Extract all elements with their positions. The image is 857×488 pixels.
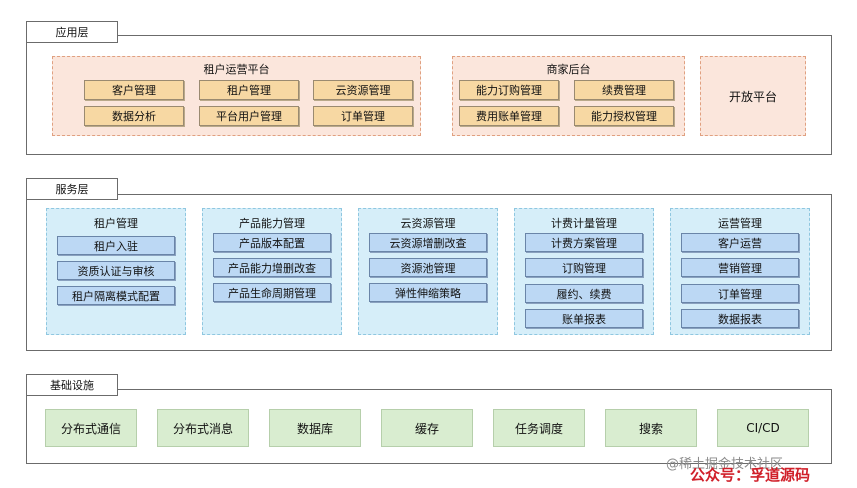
capability-authorization-box: 能力授权管理 bbox=[574, 106, 674, 126]
subscription-management-box: 订购管理 bbox=[525, 258, 643, 277]
data-report-box: 数据报表 bbox=[681, 309, 799, 328]
billing-management-box: 费用账单管理 bbox=[459, 106, 559, 126]
tenant-isolation-config-box: 租户隔离模式配置 bbox=[57, 286, 175, 305]
application-layer-label: 应用层 bbox=[26, 21, 118, 43]
service-layer-label: 服务层 bbox=[26, 178, 118, 200]
community-watermark: @稀土掘金技术社区 bbox=[666, 457, 784, 472]
elastic-scaling-box: 弹性伸缩策略 bbox=[369, 283, 487, 302]
product-capability-crud-box: 产品能力增删改查 bbox=[213, 258, 331, 277]
tenant-management-box: 租户管理 bbox=[199, 80, 299, 100]
database-box: 数据库 bbox=[269, 409, 361, 447]
infrastructure-layer-label: 基础设施 bbox=[26, 374, 118, 396]
capability-subscription-box: 能力订购管理 bbox=[459, 80, 559, 100]
cache-box: 缓存 bbox=[381, 409, 473, 447]
cloud-resource-crud-box: 云资源增删改查 bbox=[369, 233, 487, 252]
marketing-management-box: 营销管理 bbox=[681, 258, 799, 277]
qualification-review-box: 资质认证与审核 bbox=[57, 261, 175, 280]
data-analysis-box: 数据分析 bbox=[84, 106, 184, 126]
service-group-cloud-resource-title: 云资源管理 bbox=[400, 217, 456, 230]
renewal-management-box: 续费管理 bbox=[574, 80, 674, 100]
tenant-onboarding-box: 租户入驻 bbox=[57, 236, 175, 255]
resource-pool-box: 资源池管理 bbox=[369, 258, 487, 277]
customer-management-box: 客户管理 bbox=[84, 80, 184, 100]
product-lifecycle-box: 产品生命周期管理 bbox=[213, 283, 331, 302]
cloud-resource-management-box: 云资源管理 bbox=[313, 80, 413, 100]
service-group-operations-title: 运营管理 bbox=[718, 217, 762, 230]
billing-plan-box: 计费方案管理 bbox=[525, 233, 643, 252]
order-management-box: 订单管理 bbox=[313, 106, 413, 126]
fulfillment-renewal-box: 履约、续费 bbox=[525, 284, 643, 303]
customer-operation-box: 客户运营 bbox=[681, 233, 799, 252]
tenant-operation-platform-title: 租户运营平台 bbox=[203, 63, 270, 76]
service-group-billing-title: 计费计量管理 bbox=[551, 217, 617, 230]
account-watermark: 公众号：孚道源码 bbox=[690, 466, 811, 484]
service-group-product-capability-title: 产品能力管理 bbox=[239, 217, 305, 230]
search-box: 搜索 bbox=[605, 409, 697, 447]
distributed-messaging-box: 分布式消息 bbox=[157, 409, 249, 447]
billing-report-box: 账单报表 bbox=[525, 309, 643, 328]
merchant-backend-title: 商家后台 bbox=[546, 63, 591, 76]
task-scheduling-box: 任务调度 bbox=[493, 409, 585, 447]
open-platform: 开放平台 bbox=[700, 56, 806, 136]
ci-cd-box: CI/CD bbox=[717, 409, 809, 447]
product-version-config-box: 产品版本配置 bbox=[213, 233, 331, 252]
service-order-management-box: 订单管理 bbox=[681, 284, 799, 303]
distributed-communication-box: 分布式通信 bbox=[45, 409, 137, 447]
service-group-tenant-title: 租户管理 bbox=[94, 217, 138, 230]
platform-user-management-box: 平台用户管理 bbox=[199, 106, 299, 126]
